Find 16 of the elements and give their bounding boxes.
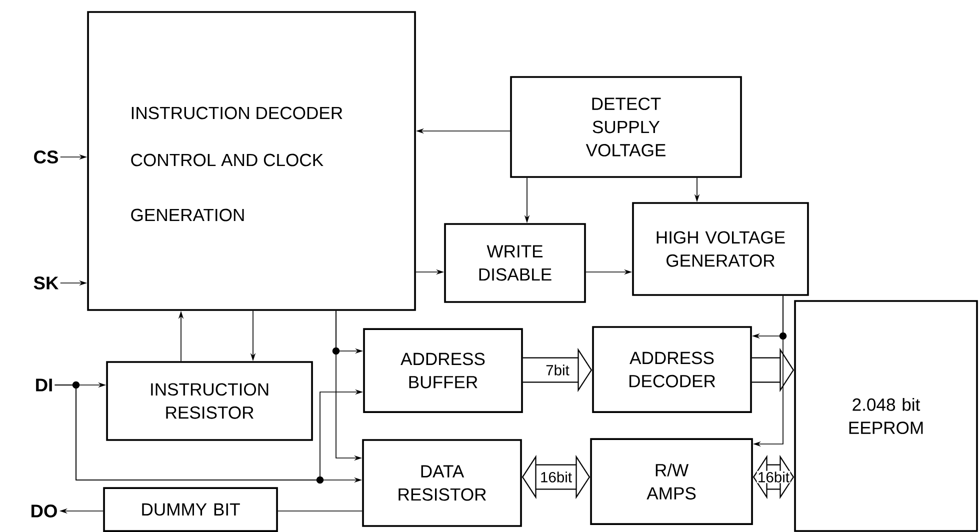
block-box: DUMMY BIT [103,487,278,532]
block-box: 2.048 bit EEPROM [794,300,978,532]
block-box: HIGH VOLTAGE GENERATOR [632,202,809,296]
block-box: DETECT SUPPLY VOLTAGE [510,76,742,178]
block-box: ADDRESS BUFFER [363,328,523,413]
block-box: DATA RESISTOR [362,439,522,527]
pin-label: DI [36,378,52,392]
block-box: INSTRUCTION RESISTOR [106,361,313,441]
block-box: WRITE DISABLE [444,223,586,303]
pin-label: SK [34,276,59,290]
pin-label: DO [32,504,57,518]
edge-label: 16bit [756,470,790,484]
block-box: R/W AMPS [590,438,753,525]
pin-label: CS [34,150,58,164]
block-box: ADDRESS DECODER [592,326,752,413]
block-box: INSTRUCTION DECODER CONTROL AND CLOCK GENERATION [87,11,416,311]
